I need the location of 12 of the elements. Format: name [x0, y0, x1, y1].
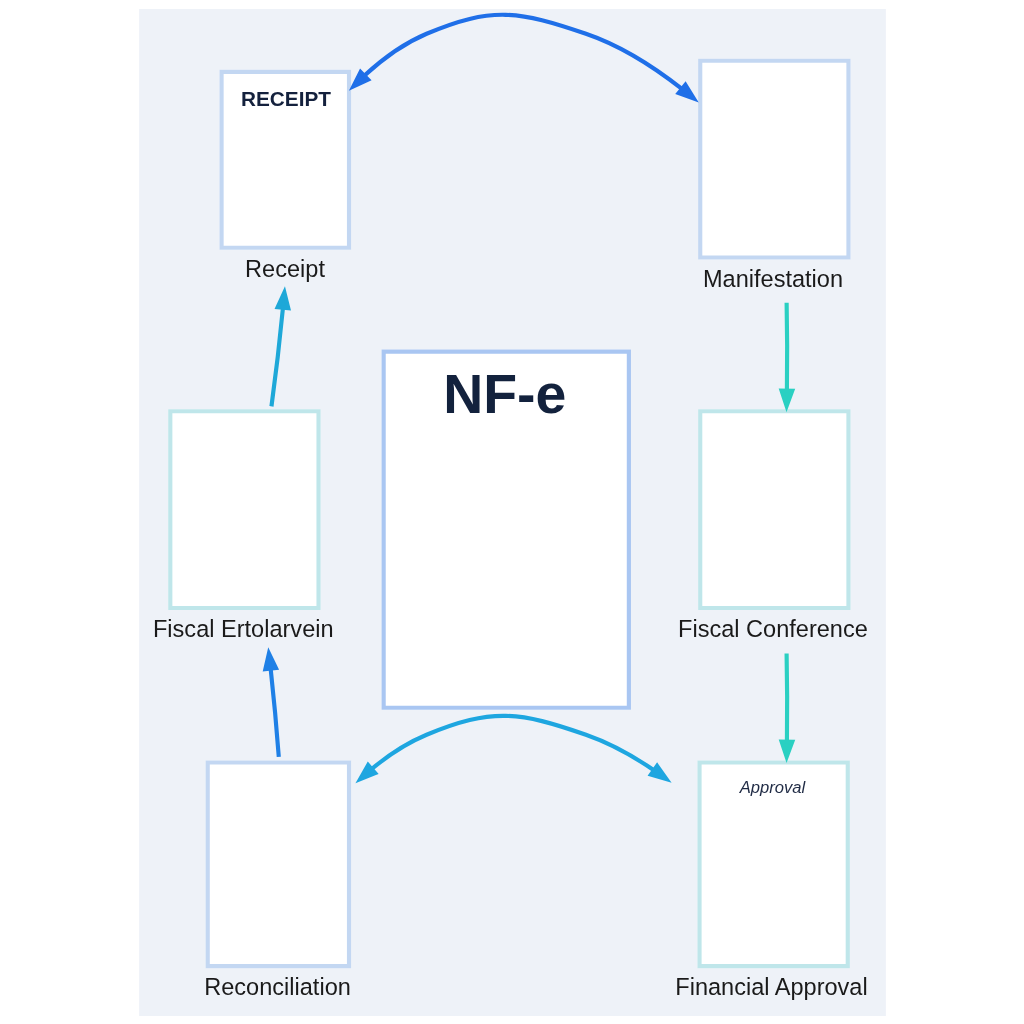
arrow [778, 302, 795, 412]
node-label: Receipt [244, 255, 325, 282]
arrow [268, 285, 291, 407]
arrow [348, 12, 699, 103]
node-label: Fiscal Conference [677, 615, 868, 642]
arrow [354, 713, 672, 783]
node-label: Financial Approval [674, 973, 868, 1000]
node-label: Manifestation [702, 265, 843, 292]
node-label: Reconciliation [203, 973, 351, 1000]
node-label: Fiscal Ertolarvein [152, 615, 334, 642]
arrow [778, 652, 795, 763]
arrow [262, 646, 281, 757]
